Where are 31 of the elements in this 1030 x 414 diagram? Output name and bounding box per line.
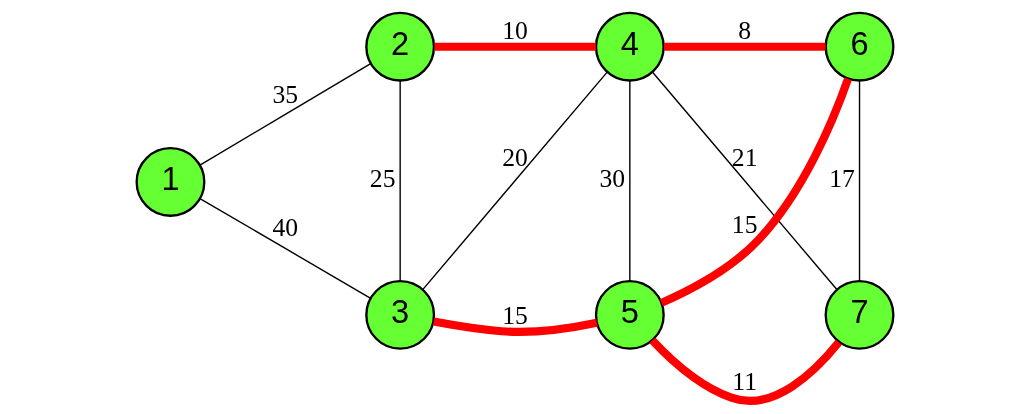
node-circle: 4 [594, 11, 665, 82]
connector [399, 80, 401, 282]
node-circle: 2 [365, 11, 436, 82]
connector [659, 77, 852, 307]
edge-label: 21 [731, 143, 758, 173]
edge-label: 8 [738, 16, 752, 46]
node-circle: 5 [594, 279, 665, 350]
edge-label: 40 [272, 213, 299, 243]
edge-label: 20 [502, 143, 528, 173]
connector [649, 337, 842, 405]
connector [199, 197, 372, 299]
connector [434, 42, 596, 51]
node-circle: 1 [135, 147, 206, 217]
connector [664, 42, 826, 51]
connector [651, 71, 838, 291]
node-circle: 3 [365, 279, 436, 350]
edge-label: 25 [369, 164, 396, 194]
connector [199, 62, 372, 166]
node-circle: 7 [824, 279, 895, 350]
connector [629, 80, 631, 282]
connector [858, 80, 861, 282]
edge-label: 30 [599, 164, 626, 194]
edge-label: 11 [732, 367, 758, 397]
edge-label: 17 [829, 164, 855, 194]
edge-label: 15 [731, 209, 758, 239]
edge-label: 35 [272, 80, 299, 110]
edge-label: 15 [502, 300, 528, 330]
edge-label: 10 [502, 16, 528, 46]
connector [422, 71, 608, 291]
connector [432, 317, 598, 336]
node-circle: 6 [824, 11, 895, 82]
